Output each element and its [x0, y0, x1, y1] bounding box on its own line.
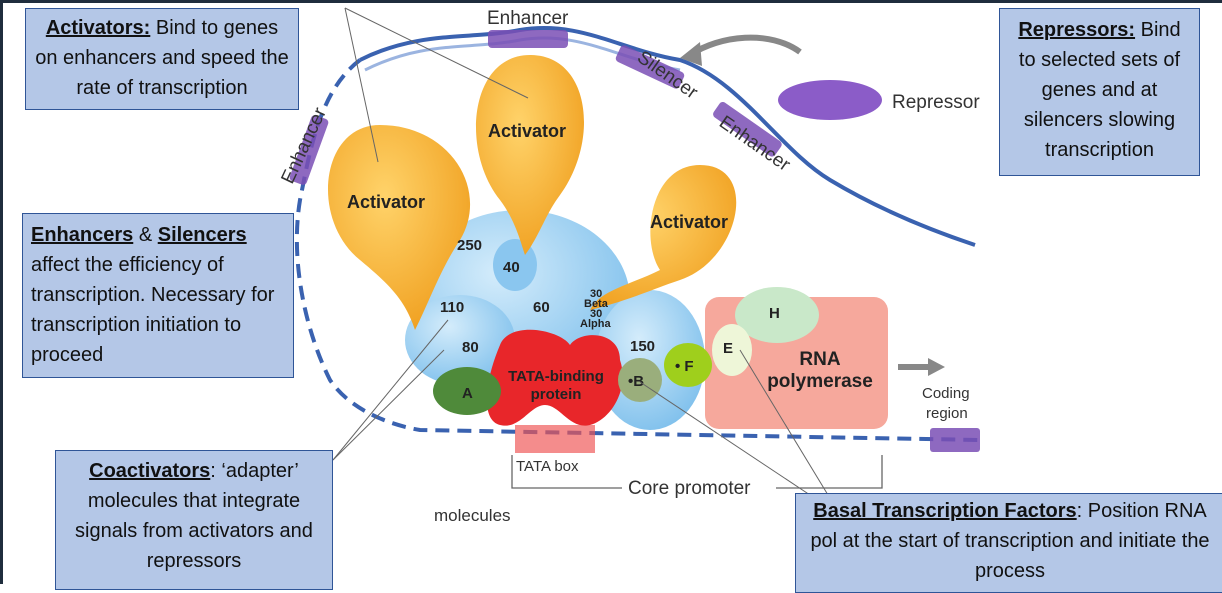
- enhancers-silencers-callout: Enhancers & Silencers affect the efficie…: [22, 213, 294, 378]
- silencers-term: Silencers: [157, 224, 247, 246]
- core-promoter-label: Core promoter: [628, 478, 751, 499]
- activator-3-label: Activator: [650, 212, 728, 232]
- activator-shapes: [327, 55, 737, 330]
- repressor-shape: [778, 80, 882, 120]
- tf-f-shape: [664, 343, 712, 387]
- subunit-60: 60: [533, 299, 550, 316]
- tf-e-label: E: [723, 340, 733, 357]
- coactivators-term: Coactivators: [89, 460, 211, 482]
- subunit-250: 250: [457, 237, 482, 254]
- subunit-150: 150: [630, 338, 655, 355]
- enhancers-term: Enhancers: [31, 224, 134, 246]
- core-promoter-bracket: [511, 455, 883, 489]
- subunit-80: 80: [462, 339, 479, 356]
- ampersand: &: [138, 224, 153, 246]
- slide-top-border: [0, 0, 1222, 3]
- enhancers-silencers-description: affect the efficiency of transcription. …: [31, 254, 275, 366]
- tf-e-shape: [712, 324, 752, 376]
- coactivators-callout: Coactivators: ‘adapter’ molecules that i…: [55, 450, 333, 590]
- basal-factors-description: : Position RNA pol at the start of trans…: [810, 500, 1210, 582]
- tf-f-label: • F: [675, 358, 694, 375]
- slide-left-border: [0, 0, 3, 584]
- activator-1-label: Activator: [347, 192, 425, 212]
- tata-binding-protein-shape: [486, 329, 623, 426]
- enhancer-regions: [289, 30, 980, 453]
- repressors-term: Repressors:: [1018, 19, 1136, 41]
- basal-factors-term: Basal Transcription Factors: [813, 500, 1077, 522]
- tf-b-shape: [618, 358, 662, 402]
- pointer-lines: [332, 7, 829, 496]
- tata-box-label: TATA box: [516, 458, 579, 475]
- basal-factors-callout: Basal Transcription Factors: Position RN…: [795, 493, 1222, 593]
- repressors-callout: Repressors: Bind to selected sets of gen…: [999, 8, 1200, 176]
- activators-term: Activators:: [45, 17, 151, 39]
- activators-description: Bind to genes on enhancers and speed the…: [35, 17, 289, 99]
- tf-a-label: A: [462, 385, 473, 402]
- repressors-description: Bind to selected sets of genes and at si…: [1018, 19, 1181, 161]
- activator-2-label: Activator: [488, 121, 566, 141]
- subunit-110: 110: [440, 299, 464, 316]
- tf-a-shape: [433, 367, 501, 415]
- coactivators-description: : ‘adapter’ molecules that integrate sig…: [75, 460, 313, 572]
- activators-callout: Activators: Bind to genes on enhancers a…: [25, 8, 299, 110]
- tf-h-label: H: [769, 305, 780, 322]
- repressor-arrow: [688, 34, 802, 58]
- molecules-partial-label: molecules: [434, 506, 511, 525]
- tf-b-label: •B: [628, 373, 644, 390]
- tf-h-shape: [735, 287, 819, 343]
- repressor-arrowhead: [680, 42, 702, 66]
- enhancer-right-label: Enhancer: [715, 112, 794, 176]
- subunit-40: 40: [503, 259, 520, 276]
- enhancer-top-label: Enhancer: [487, 8, 569, 29]
- coding-arrowhead: [928, 358, 945, 376]
- repressor-label: Repressor: [892, 92, 980, 113]
